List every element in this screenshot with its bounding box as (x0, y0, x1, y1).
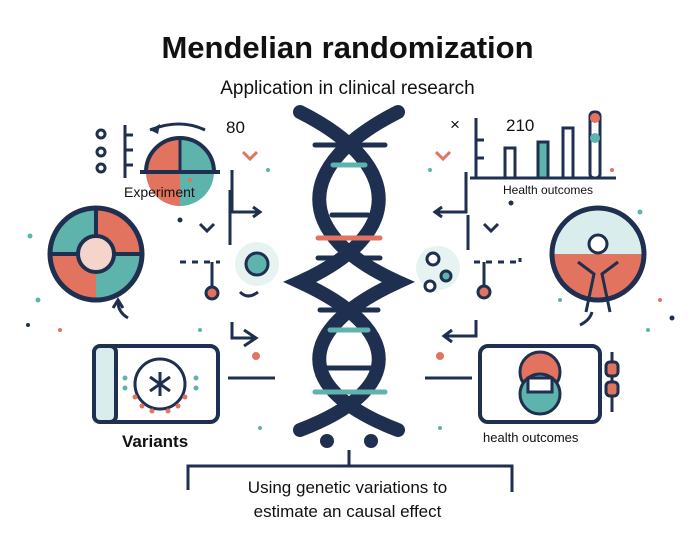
health-bar-chart-icon (470, 110, 616, 180)
left-middle-connectors (111, 242, 279, 380)
caption-line-1: Using genetic variations to (247, 478, 448, 497)
number-label-right: 210 (506, 116, 535, 135)
page-subtitle: Application in clinical research (220, 78, 475, 99)
caption-bracket (186, 450, 514, 492)
cross-mark: × (450, 115, 460, 134)
segmented-ring-chart-icon (47, 205, 145, 303)
left-top-connectors (228, 170, 263, 245)
experiment-label: Experiment (124, 184, 195, 200)
variants-label: Variants (122, 432, 189, 451)
dna-base-dots (320, 434, 378, 448)
right-middle-connectors (416, 246, 522, 380)
health-outcomes-card-icon (478, 344, 602, 424)
left-chevrons (177, 150, 259, 234)
ruler-icon (95, 125, 133, 178)
chain-link-icon (604, 352, 620, 412)
dna-rungs (312, 142, 388, 395)
dna-helix-icon (283, 105, 415, 437)
health-outcomes-label-bottom: health outcomes (483, 430, 579, 445)
page-title: Mendelian randomization (161, 30, 534, 65)
person-pie-chart-icon (549, 205, 647, 327)
right-top-connectors (432, 150, 514, 250)
experiment-pie-icon (140, 122, 220, 206)
caption-line-2: estimate an causal effect (253, 502, 442, 521)
number-label-left: 80 (226, 118, 245, 137)
variants-card-icon (92, 344, 220, 424)
decorative-dots (26, 168, 675, 430)
health-outcomes-label-top: Health outcomes (503, 183, 594, 197)
